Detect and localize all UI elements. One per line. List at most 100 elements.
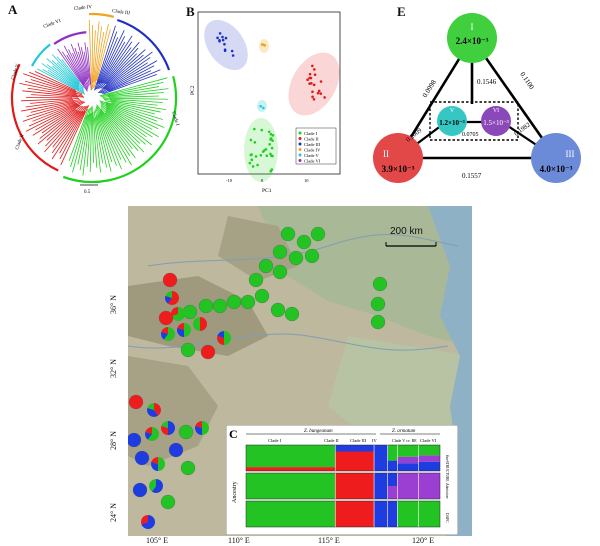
pca-legend-clade-vi: Clade VI bbox=[304, 159, 321, 164]
tree-branch bbox=[52, 111, 82, 148]
pca-point bbox=[249, 138, 253, 142]
ancestry-bar-segment bbox=[397, 456, 419, 464]
tree-branch bbox=[25, 99, 81, 108]
pca-y-label: PC2 bbox=[190, 85, 196, 95]
tree-branch bbox=[100, 86, 160, 97]
tree-branch bbox=[93, 117, 102, 173]
pca-point bbox=[260, 128, 264, 132]
population-pie-slice bbox=[158, 457, 165, 471]
population-pie-slice bbox=[177, 327, 184, 337]
tree-branch bbox=[99, 101, 159, 130]
clade-label-i: Clade I bbox=[268, 438, 282, 443]
tree-branch bbox=[45, 110, 80, 147]
tree-branch bbox=[44, 105, 86, 153]
pca-point bbox=[306, 78, 309, 82]
pca-point bbox=[271, 154, 274, 158]
tree-branch bbox=[21, 98, 80, 102]
tree-branch bbox=[28, 101, 84, 127]
population-pie-slice bbox=[161, 327, 168, 334]
population-pie-slice bbox=[165, 291, 172, 298]
ancestry-plot: C Z. bungeanum Z. armatum Clade I Clade … bbox=[226, 425, 458, 535]
tree-branch bbox=[46, 64, 85, 93]
tree-branch bbox=[56, 62, 84, 90]
population-pie-slice bbox=[151, 461, 158, 471]
population-pie bbox=[226, 294, 242, 310]
node-iii-value: 4.0×10⁻³ bbox=[540, 164, 573, 174]
map-scale-label: 200 km bbox=[390, 226, 423, 237]
tree-branch bbox=[96, 31, 118, 85]
tree-branch bbox=[47, 69, 85, 94]
pca-point bbox=[265, 154, 269, 158]
tree-branch bbox=[21, 100, 75, 112]
tree-branch bbox=[110, 100, 167, 111]
ancestry-bar-segment bbox=[335, 473, 375, 499]
tree-branch bbox=[105, 53, 138, 85]
row-label-dapc: DAPC bbox=[445, 513, 449, 523]
population-pie bbox=[296, 234, 312, 250]
node-v bbox=[437, 106, 467, 136]
row-label-finestructure: fineSTRUCTURE bbox=[445, 455, 449, 482]
node-v-id: V bbox=[450, 108, 455, 114]
pca-ellipse-clade-i bbox=[244, 118, 278, 182]
population-pie bbox=[370, 314, 386, 330]
pca-point bbox=[250, 158, 254, 162]
tree-label-clade-i: Clade I bbox=[170, 111, 179, 127]
tree-branch bbox=[100, 107, 145, 153]
pca-point bbox=[263, 44, 267, 47]
clade-label-iv: IV bbox=[372, 438, 377, 443]
node-i-id: I bbox=[471, 22, 474, 32]
pca-points bbox=[216, 32, 326, 173]
pca-ellipse-clade-v bbox=[257, 100, 267, 112]
tree-branch bbox=[80, 47, 90, 86]
tree-branch bbox=[94, 23, 109, 88]
population-pie bbox=[182, 304, 198, 320]
tree-branch bbox=[104, 112, 139, 151]
tree-branch bbox=[91, 105, 94, 163]
tree-branch bbox=[100, 105, 146, 145]
tree-branch bbox=[30, 79, 83, 96]
tree-branch bbox=[98, 30, 125, 84]
pca-point bbox=[262, 106, 265, 110]
tree-branch bbox=[32, 105, 81, 136]
population-pie-slice bbox=[161, 425, 168, 435]
population-pie-slice bbox=[167, 291, 179, 305]
tree-branch bbox=[30, 99, 74, 104]
tree-branch bbox=[95, 116, 108, 168]
population-pie-slice bbox=[193, 317, 200, 331]
pca-point bbox=[269, 152, 272, 156]
tree-branch bbox=[56, 56, 84, 89]
tree-branch bbox=[99, 100, 158, 122]
tree-branch bbox=[35, 101, 86, 131]
population-pie-slice bbox=[145, 427, 152, 434]
tree-branch bbox=[102, 97, 168, 100]
tree-branch bbox=[30, 100, 82, 113]
pca-legend: Clade I Clade II Clade III Clade IV Clad… bbox=[295, 127, 337, 165]
pca-point bbox=[216, 36, 219, 40]
ancestry-bar-segment bbox=[374, 473, 388, 499]
tree-branch bbox=[103, 51, 153, 90]
population-pie-slice bbox=[147, 427, 159, 441]
tree-branch bbox=[59, 111, 86, 160]
population-pie-slice bbox=[200, 317, 207, 331]
tree-branch bbox=[37, 110, 78, 145]
phylogenetic-tree: Clade VI Clade IV Clade III Clade I Clad… bbox=[10, 5, 179, 195]
population-pie bbox=[162, 272, 178, 288]
ancestry-bar-segment bbox=[387, 460, 398, 471]
population-pie bbox=[254, 288, 270, 304]
pca-point bbox=[311, 64, 314, 68]
lat-label-24: 24° N bbox=[108, 503, 118, 522]
tree-branch bbox=[95, 108, 117, 166]
tree-branch bbox=[105, 110, 141, 144]
pca-plot: Clade I Clade II Clade III Clade IV Clad… bbox=[190, 11, 341, 194]
tree-branch bbox=[84, 42, 91, 85]
pca-point bbox=[311, 90, 314, 94]
tree-branch bbox=[95, 106, 122, 160]
tree-clade-arc bbox=[116, 18, 171, 71]
tree-branch bbox=[34, 71, 76, 91]
tree-label-clade-vi: Clade VI bbox=[43, 19, 62, 30]
population-pie bbox=[180, 460, 196, 476]
pca-point bbox=[223, 42, 226, 46]
tree-branch bbox=[51, 111, 84, 160]
population-pie-slice bbox=[171, 307, 185, 321]
pca-point bbox=[271, 139, 274, 142]
